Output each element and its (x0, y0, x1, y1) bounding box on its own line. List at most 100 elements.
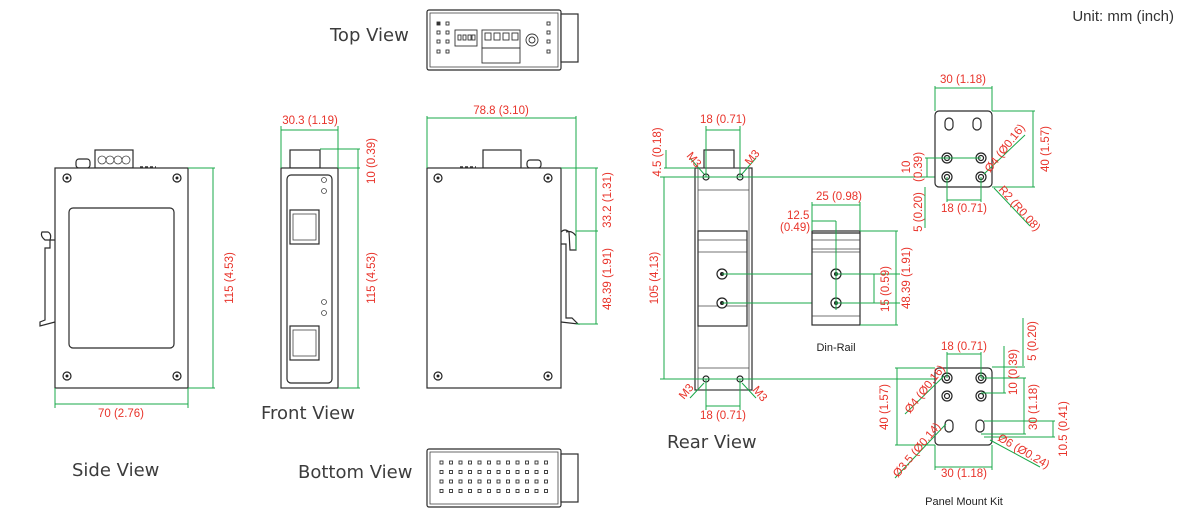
vent-hole (477, 479, 482, 484)
pm-bot-keyhole-big-dim: Ø6 (Ø0.24) (996, 432, 1052, 471)
din-screw-spacing-dim: 15 (0.59) (880, 266, 892, 312)
vent-hole (468, 470, 472, 474)
din-half-dim-a: 12.5 (787, 210, 809, 222)
side-width-dim: 70 (2.76) (98, 408, 144, 420)
panel-mount-bottom-plate (934, 367, 993, 446)
panel-mount-top-plate (934, 110, 993, 188)
panel-mount-bottom-dimensions (894, 318, 1055, 479)
side-view-label: Side View (72, 460, 159, 481)
din-height-dim: 48.39 (1.91) (901, 247, 913, 309)
vent-hole (449, 479, 453, 484)
bottom-view-label: Bottom View (298, 462, 412, 483)
pm-top-width-dim: 30 (1.18) (940, 74, 986, 86)
vent-hole (496, 460, 501, 465)
back-view-dimensions (426, 116, 598, 325)
pm-bot-keyhole-len-dim: 10.5 (0.41) (1058, 401, 1070, 457)
panel-mount-label: Panel Mount Kit (925, 496, 1003, 508)
vent-hole (534, 470, 539, 474)
pm-bot-height-dim: 40 (1.57) (879, 384, 891, 430)
rear-top-spacing-dim: 18 (0.71) (700, 114, 746, 126)
vent-hole (544, 460, 548, 465)
back-upper-dim: 33.2 (1.31) (602, 172, 614, 228)
pm-top-radius-dim: R2 (R0.08) (996, 184, 1043, 234)
rear-screw-label-tr: M3 (743, 148, 762, 168)
back-width-dim: 78.8 (3.10) (473, 105, 529, 117)
vent-hole (458, 460, 463, 465)
pm-bot-offset-dim: 5 (0.20) (1027, 321, 1039, 361)
vent-hole (515, 479, 520, 484)
din-width-dim: 25 (0.98) (816, 191, 862, 203)
rear-top-offset-dim: 4.5 (0.18) (652, 127, 664, 176)
pm-top-height-dim: 40 (1.57) (1040, 126, 1052, 172)
vent-hole (544, 470, 548, 474)
rear-view-label: Rear View (667, 432, 757, 453)
pm-top-hspacing-dim: 18 (0.71) (941, 203, 987, 215)
vent-hole (477, 470, 482, 474)
vent-hole (439, 489, 444, 493)
rear-view-device (694, 149, 753, 391)
pm-bot-vspacing-dim: 10 (0.39) (1008, 349, 1020, 395)
vent-hole (544, 479, 548, 484)
vent-hole (477, 489, 482, 493)
vent-hole (506, 479, 510, 484)
vent-hole (506, 470, 510, 474)
vent-hole (496, 479, 501, 484)
pm-bot-keyhole-dist-dim: 30 (1.18) (1028, 384, 1040, 430)
vent-hole (534, 460, 539, 465)
bottom-view-device (426, 448, 579, 508)
vent-hole (487, 479, 491, 484)
vent-hole (515, 460, 520, 465)
din-half-dim-b: (0.49) (780, 222, 810, 234)
rear-screw-label-bl: M3 (677, 382, 696, 402)
vent-hole (544, 489, 548, 493)
vent-hole (458, 470, 463, 474)
rear-screw-label-br: M3 (750, 384, 769, 404)
pm-top-offset-dim: 5 (0.20) (913, 192, 925, 232)
vent-hole (439, 460, 444, 465)
top-view-label: Top View (329, 25, 409, 46)
vent-hole (458, 479, 463, 484)
vent-hole (449, 460, 453, 465)
rear-height-dim: 105 (4.13) (649, 252, 661, 305)
vent-hole (487, 470, 491, 474)
pm-bot-keyhole-small-dim: Ø3.5 (Ø0.14) (891, 421, 943, 480)
panel-mount-top-dimensions (924, 86, 1035, 228)
vent-hole (515, 470, 520, 474)
vent-hole (496, 470, 501, 474)
vent-hole (477, 460, 482, 465)
vent-hole (468, 479, 472, 484)
vent-hole (487, 460, 491, 465)
vent-hole (525, 470, 529, 474)
din-rail-label: Din-Rail (816, 342, 855, 354)
vent-hole (525, 489, 529, 493)
vent-hole (534, 489, 539, 493)
rear-screw-label-tl: M3 (684, 150, 703, 170)
pm-bot-hspacing-dim: 18 (0.71) (941, 341, 987, 353)
vent-hole (515, 489, 520, 493)
pm-top-vspacing-dim-b: (0.39) (913, 152, 925, 182)
back-view-device (426, 149, 580, 389)
front-view-device (280, 149, 339, 389)
front-connector-dim: 10 (0.39) (366, 138, 378, 184)
vent-hole (458, 489, 463, 493)
pm-bot-width-dim: 30 (1.18) (941, 468, 987, 480)
front-view-label: Front View (261, 403, 355, 424)
vent-hole (506, 489, 510, 493)
vent-hole (468, 460, 472, 465)
rear-bottom-spacing-dim: 18 (0.71) (700, 410, 746, 422)
vent-hole (449, 470, 453, 474)
front-width-dim: 30.3 (1.19) (282, 115, 338, 127)
vent-hole (439, 470, 444, 474)
top-view-device (426, 9, 579, 71)
vent-hole (487, 489, 491, 493)
vent-hole (534, 479, 539, 484)
vent-hole (496, 489, 501, 493)
front-height-dim: 115 (4.53) (366, 252, 378, 304)
pm-top-vspacing-dim-a: 10 (901, 161, 913, 174)
side-view-dimensions (54, 167, 215, 408)
din-rail-dimensions (811, 202, 898, 326)
back-rail-dim: 48.39 (1.91) (602, 248, 614, 310)
vent-hole (468, 489, 472, 493)
vent-hole (449, 489, 453, 493)
